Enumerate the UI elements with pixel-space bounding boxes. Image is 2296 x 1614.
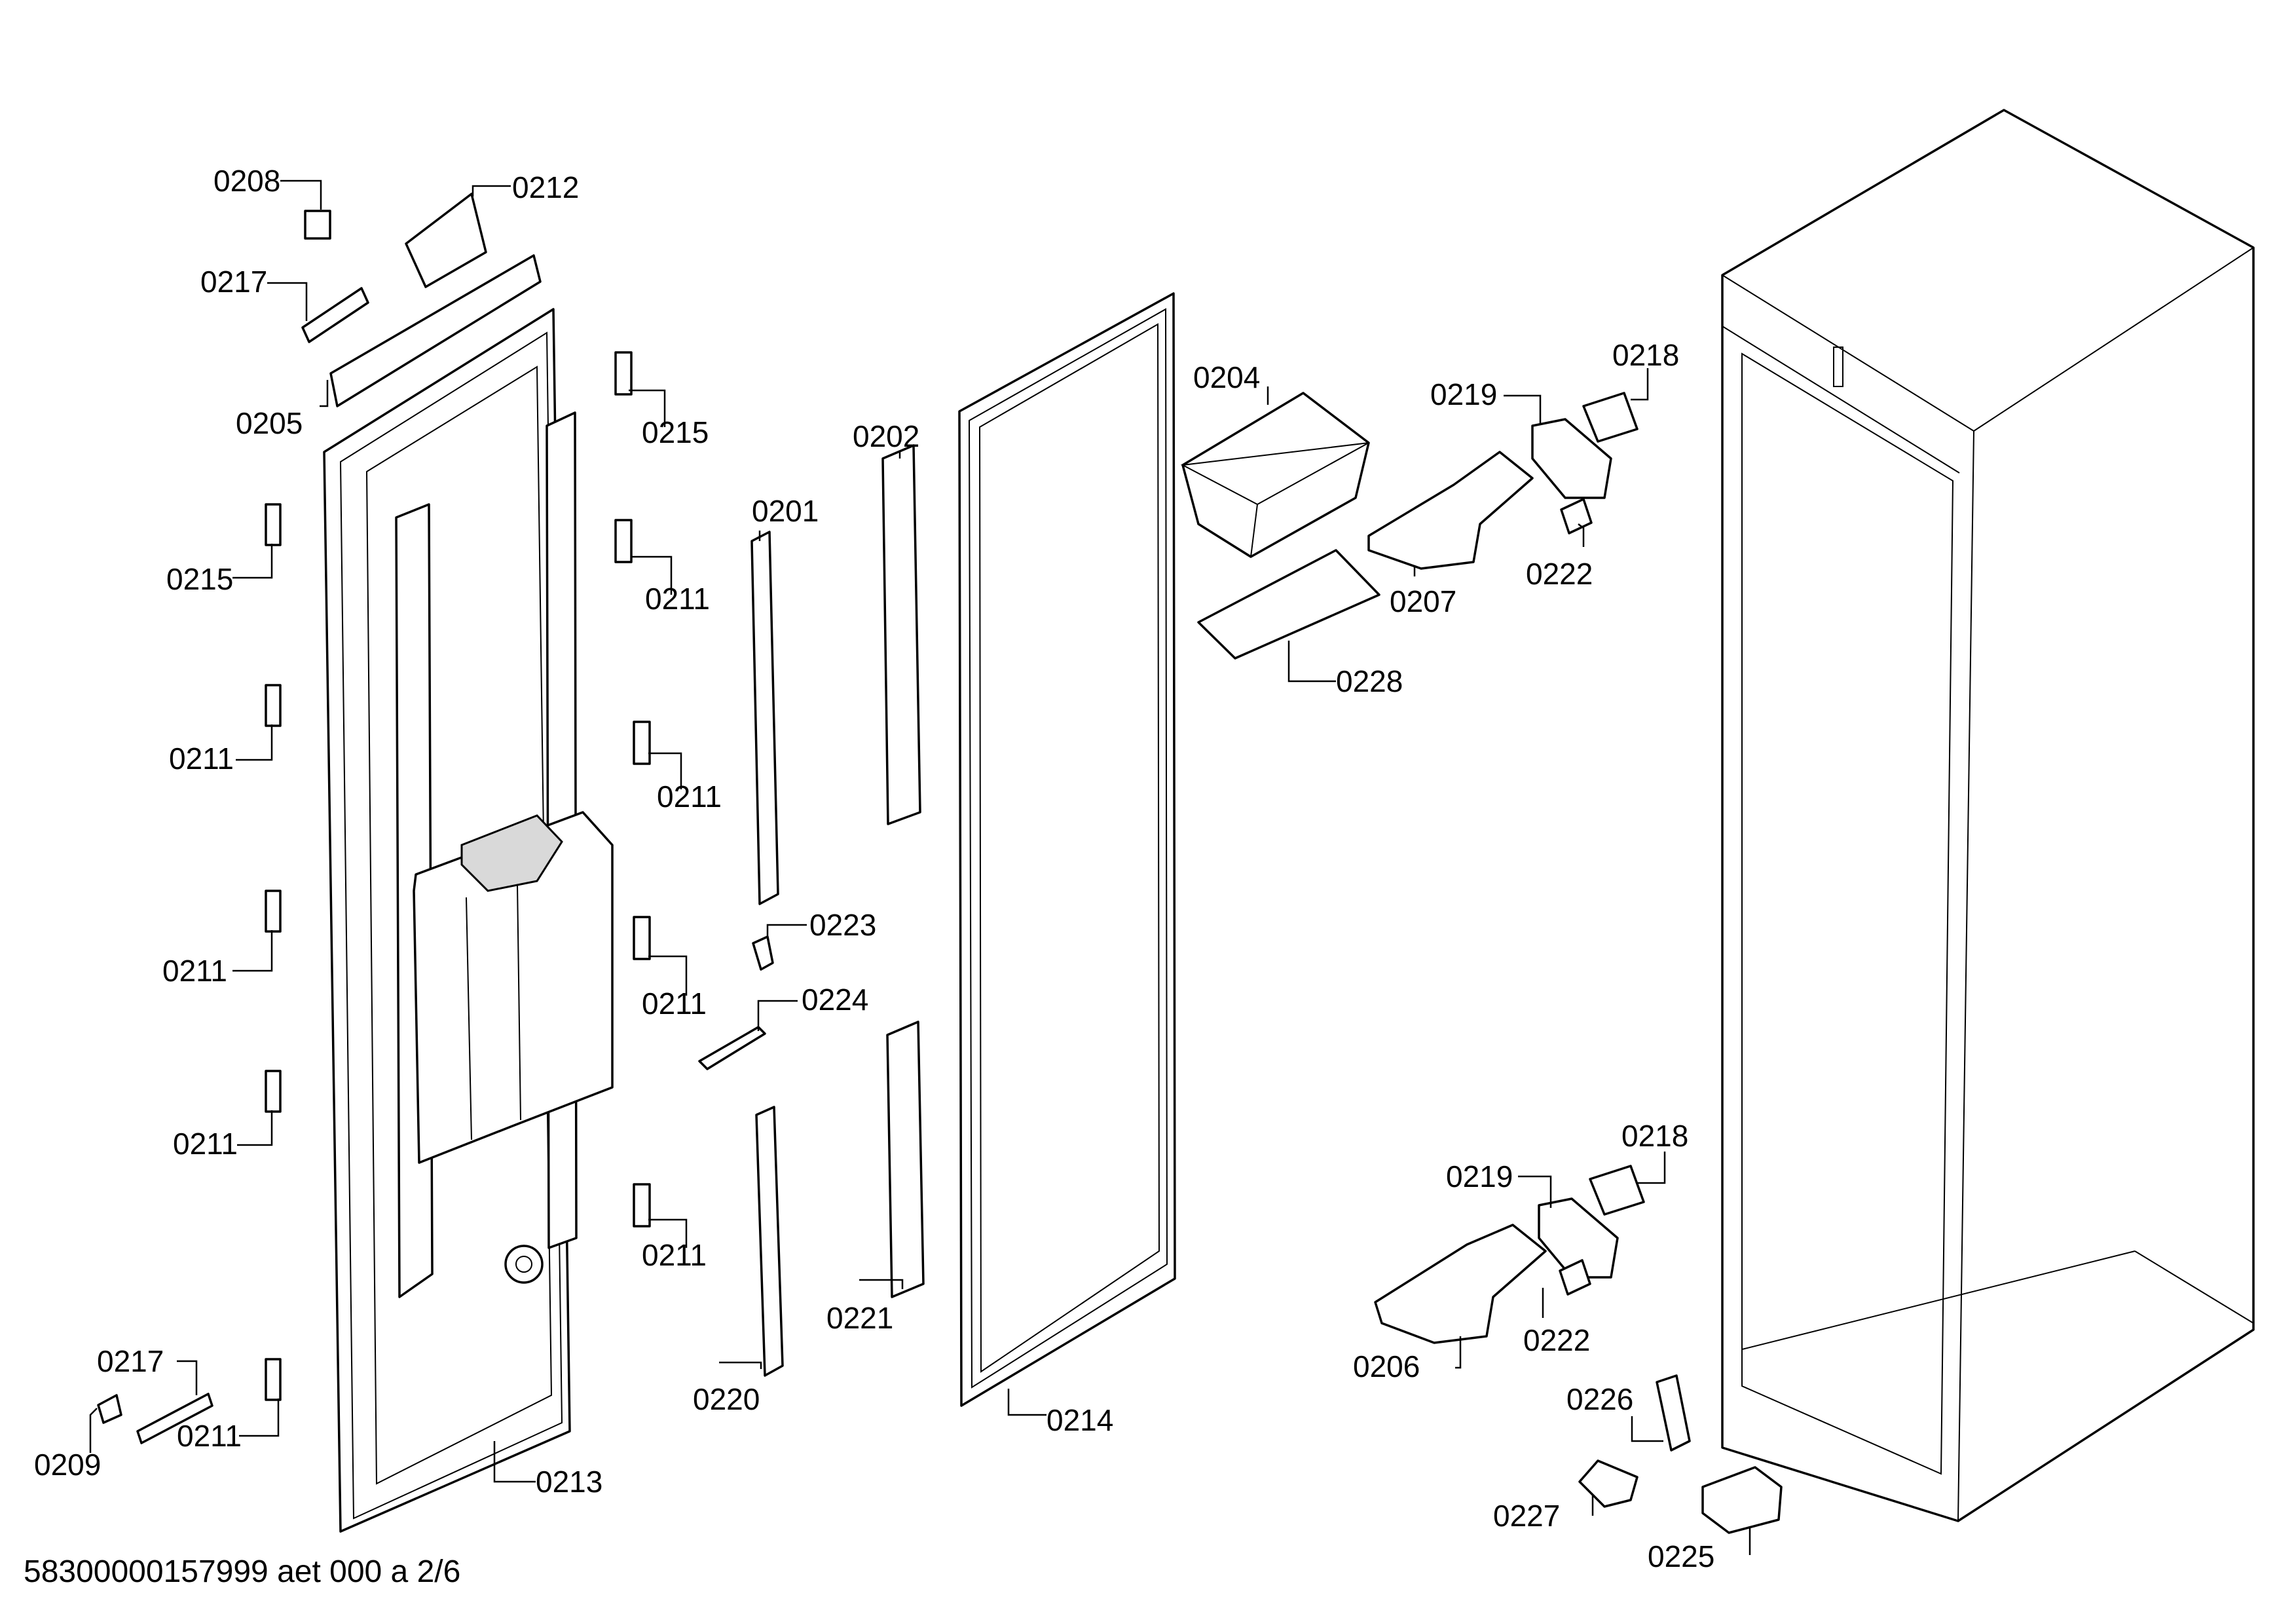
callout-0222-lower: 0222	[1523, 1323, 1590, 1357]
callout-0214: 0214	[1046, 1403, 1113, 1437]
callout-0204: 0204	[1193, 360, 1260, 394]
callout-0228: 0228	[1336, 664, 1403, 698]
callout-0206: 0206	[1353, 1349, 1420, 1383]
callout-0211-r2: 0211	[657, 779, 722, 814]
mounting-parts	[1578, 1374, 1783, 1534]
callout-0220: 0220	[693, 1382, 760, 1416]
callout-0221: 0221	[826, 1301, 893, 1335]
callout-0211-l1: 0211	[169, 741, 234, 776]
right-clips	[614, 351, 651, 1228]
callout-0222-upper: 0222	[1526, 557, 1593, 591]
callout-0224: 0224	[802, 983, 868, 1017]
callout-0209: 0209	[34, 1448, 101, 1482]
callout-0211-l2: 0211	[162, 954, 227, 988]
callout-0202: 0202	[853, 419, 919, 453]
callout-0205: 0205	[236, 406, 303, 440]
callout-0227: 0227	[1493, 1499, 1560, 1533]
callout-0215-left: 0215	[166, 562, 233, 596]
callout-0225: 0225	[1648, 1539, 1714, 1573]
callout-0211-r4: 0211	[642, 1238, 707, 1272]
callout-0226: 0226	[1566, 1382, 1633, 1416]
callout-0211-l4: 0211	[177, 1419, 242, 1453]
callout-0207: 0207	[1390, 584, 1456, 618]
door-panel	[323, 308, 614, 1533]
top-hinge-assembly	[301, 193, 542, 407]
callout-0218-upper: 0218	[1612, 338, 1679, 372]
door-bin	[1180, 392, 1380, 660]
callout-0217-top: 0217	[200, 265, 267, 299]
callout-0212: 0212	[512, 170, 579, 204]
callout-0211-r1: 0211	[645, 582, 710, 616]
callout-0211-l3: 0211	[173, 1127, 238, 1161]
drawing-id: 58300000157999 aet 000 a 2/6	[24, 1554, 461, 1589]
callout-0215-right: 0215	[642, 415, 709, 449]
door-profiles	[698, 444, 925, 1377]
callout-0213: 0213	[536, 1465, 602, 1499]
callout-0218-lower: 0218	[1621, 1119, 1688, 1153]
callout-0208: 0208	[213, 164, 280, 198]
leader-lines	[89, 179, 1751, 1555]
callout-0223: 0223	[809, 908, 876, 942]
upper-hinge	[1367, 392, 1639, 570]
cabinet-housing	[1721, 109, 2255, 1522]
callout-0219-lower: 0219	[1446, 1159, 1513, 1193]
callout-0219-upper: 0219	[1430, 377, 1497, 411]
callout-0211-r3: 0211	[642, 986, 707, 1021]
left-clips	[97, 503, 282, 1444]
callout-0201: 0201	[752, 494, 819, 528]
callout-0217-bottom: 0217	[97, 1344, 164, 1378]
lower-hinge	[1374, 1165, 1645, 1344]
callout-labels: 0208 0212 0217 0205 0215 0215 0211 0211 …	[34, 164, 1714, 1573]
door-gasket	[958, 292, 1176, 1407]
